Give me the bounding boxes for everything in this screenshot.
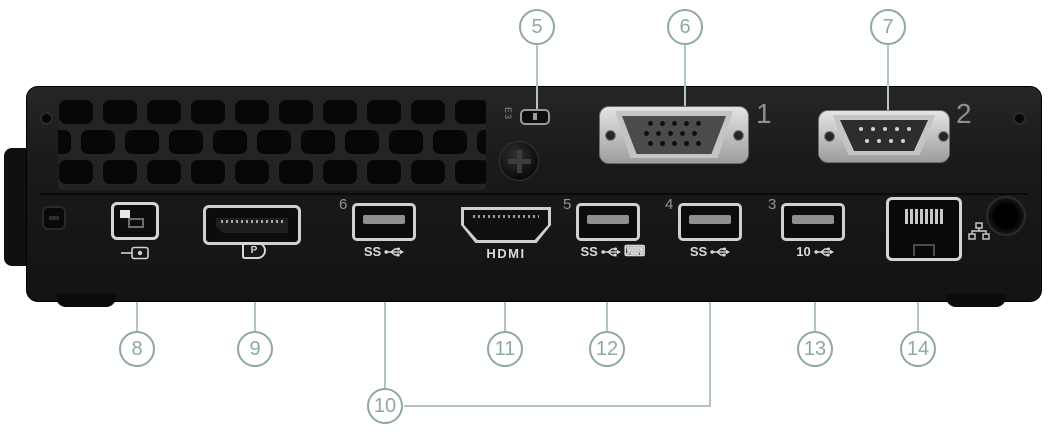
- screw-hole: [40, 112, 53, 125]
- callout-7: 7: [870, 9, 906, 45]
- usb4-speed-label: SS: [680, 244, 740, 259]
- usb-trident-icon: [814, 247, 834, 256]
- displayport-pins: [221, 220, 283, 223]
- power-connector-glint: [120, 210, 130, 218]
- leader-line-12: [606, 302, 608, 331]
- vga-port-number: 1: [756, 98, 772, 129]
- leader-line-7: [887, 45, 889, 110]
- usb-trident-icon: [384, 247, 405, 256]
- leader-line-10c: [709, 302, 711, 407]
- leader-line-10b: [404, 405, 710, 407]
- serial-pin-row: [859, 127, 919, 131]
- usb6-speed-label: SS: [354, 244, 414, 259]
- hdmi-pins: [473, 215, 539, 218]
- leader-line-14: [917, 302, 919, 331]
- vga-pin-row: [644, 131, 704, 136]
- usb3-number: 3: [768, 196, 777, 213]
- callout-13: 13: [797, 331, 833, 367]
- kensington-lock-slot: [520, 109, 550, 125]
- callout-12: 12: [589, 331, 625, 367]
- callout-14: 14: [900, 331, 936, 367]
- usb-port-3: [781, 203, 845, 241]
- vga-pin-row: [648, 141, 708, 146]
- ethernet-icon: [968, 222, 990, 240]
- usb4-number: 4: [665, 196, 674, 213]
- callout-5: 5: [519, 9, 555, 45]
- ethernet-pins: [905, 209, 943, 224]
- thumbscrew: [499, 141, 539, 181]
- leader-line-8: [136, 302, 138, 331]
- callout-6: 6: [667, 9, 703, 45]
- leader-line-11: [504, 302, 506, 331]
- leader-line-9: [254, 302, 256, 331]
- usb3-speed-label: 10: [785, 244, 845, 259]
- security-slot-marking: E3: [503, 107, 513, 121]
- usb-trident-icon: [601, 247, 621, 256]
- callout-10: 10: [367, 388, 403, 424]
- ethernet-clip-notch: [913, 244, 935, 256]
- callout-11: 11: [487, 331, 523, 367]
- power-connector: [111, 202, 159, 240]
- usb5-number: 5: [563, 196, 572, 213]
- displayport-port: [203, 205, 301, 245]
- usb-port-6: [352, 203, 416, 241]
- leader-line-5: [536, 45, 538, 109]
- chassis-left-edge: [4, 148, 28, 266]
- keyboard-icon: ⌨: [623, 243, 646, 260]
- rubber-foot-right: [946, 294, 1006, 307]
- serial-pin-row: [865, 139, 913, 143]
- padlock-loop: [42, 206, 66, 230]
- vga-screw-post: [733, 130, 744, 141]
- serial-screw-post: [938, 131, 949, 142]
- vent-grille: [58, 98, 486, 190]
- serial-port: [840, 120, 928, 151]
- usb-port-4: [678, 203, 742, 241]
- usb6-number: 6: [339, 196, 348, 213]
- power-connector-pin: [128, 218, 144, 228]
- usb-trident-icon: [710, 247, 731, 256]
- serial-port-number: 2: [956, 98, 972, 129]
- leader-line-6: [684, 45, 686, 106]
- callout-9: 9: [237, 331, 273, 367]
- ethernet-port: [886, 197, 962, 261]
- leader-line-10a: [384, 302, 386, 388]
- punch-out-hole: [986, 196, 1026, 236]
- leader-line-13: [814, 302, 816, 331]
- dc-in-icon: [121, 246, 149, 260]
- displayport-tongue: [216, 218, 288, 233]
- serial-screw-post: [824, 131, 835, 142]
- rubber-foot-left: [56, 294, 116, 307]
- usb-port-5: [576, 203, 640, 241]
- vga-screw-post: [605, 130, 616, 141]
- panel-seam: [40, 193, 1028, 195]
- screw-hole: [1013, 112, 1026, 125]
- displayport-logo-icon: P: [242, 242, 266, 259]
- hdmi-label: HDMI: [486, 246, 526, 261]
- usb5-speed-label: SS ⌨: [580, 243, 646, 260]
- callout-8: 8: [119, 331, 155, 367]
- vga-pin-row: [648, 121, 708, 126]
